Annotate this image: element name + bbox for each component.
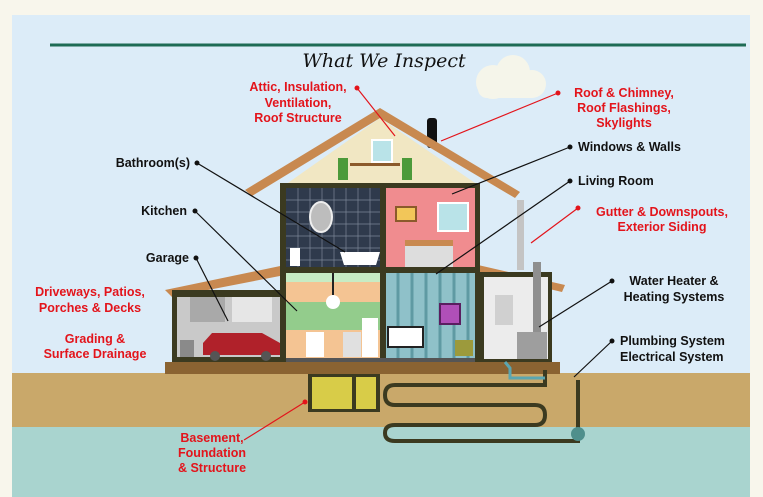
label-line: Surface Drainage — [44, 347, 147, 361]
label-line: Water Heater & — [629, 274, 718, 288]
label-line: Attic, Insulation, — [249, 80, 346, 94]
geothermal-pipe — [382, 370, 580, 443]
page-title: What We Inspect — [302, 50, 466, 72]
label-line: Foundation — [178, 446, 246, 460]
car-icon — [203, 333, 280, 361]
label-line: Roof Flashings, — [577, 101, 671, 115]
basement-room — [308, 374, 380, 412]
garage-room — [165, 265, 285, 362]
label-water-heater: Water Heater & Heating Systems — [624, 274, 725, 304]
water-pipe — [503, 361, 545, 380]
label-bathroom: Bathroom(s) — [116, 156, 190, 170]
label-attic: Attic, Insulation, Ventilation, Roof Str… — [249, 80, 346, 125]
label-grading: Grading & Surface Drainage — [44, 332, 147, 361]
well-head — [571, 427, 585, 441]
label-line: Grading & — [65, 332, 125, 346]
label-driveways: Driveways, Patios, Porches & Decks — [35, 285, 145, 315]
ground — [12, 373, 750, 427]
label-line: Gutter & Downspouts, — [596, 205, 728, 219]
label-line: Plumbing System — [620, 334, 725, 348]
cloud-icon — [476, 55, 546, 99]
label-line: & Structure — [178, 461, 246, 475]
downspout — [517, 200, 524, 270]
groundwater — [12, 427, 750, 497]
leader-dots — [192, 85, 615, 405]
utility-room — [478, 200, 565, 362]
label-line: Roof & Chimney, — [574, 86, 674, 100]
label-line: Electrical System — [620, 350, 724, 364]
label-line: Ventilation, — [265, 96, 332, 110]
label-living-room: Living Room — [578, 174, 654, 188]
label-line: Exterior Siding — [618, 220, 707, 234]
label-line: Driveways, Patios, — [35, 285, 145, 299]
label-garage: Garage — [146, 251, 189, 265]
label-kitchen: Kitchen — [141, 204, 187, 218]
kitchen-room — [286, 273, 380, 358]
label-line: Porches & Decks — [39, 301, 141, 315]
label-line: Roof Structure — [254, 111, 342, 125]
label-roof: Roof & Chimney, Roof Flashings, Skylight… — [574, 86, 674, 130]
leader-lines — [194, 87, 613, 441]
bedroom-room — [386, 188, 475, 267]
label-line: Skylights — [596, 116, 652, 130]
label-basement: Basement, Foundation & Structure — [178, 431, 246, 475]
label-line: Heating Systems — [624, 290, 725, 304]
label-gutter: Gutter & Downspouts, Exterior Siding — [596, 205, 728, 234]
label-windows-walls: Windows & Walls — [578, 140, 681, 154]
label-line: Basement, — [180, 431, 243, 445]
foundation — [165, 362, 560, 374]
label-plumbing: Plumbing System Electrical System — [620, 334, 725, 364]
living-room — [386, 273, 475, 358]
main-roof — [245, 108, 520, 198]
bathroom-room — [286, 188, 380, 267]
